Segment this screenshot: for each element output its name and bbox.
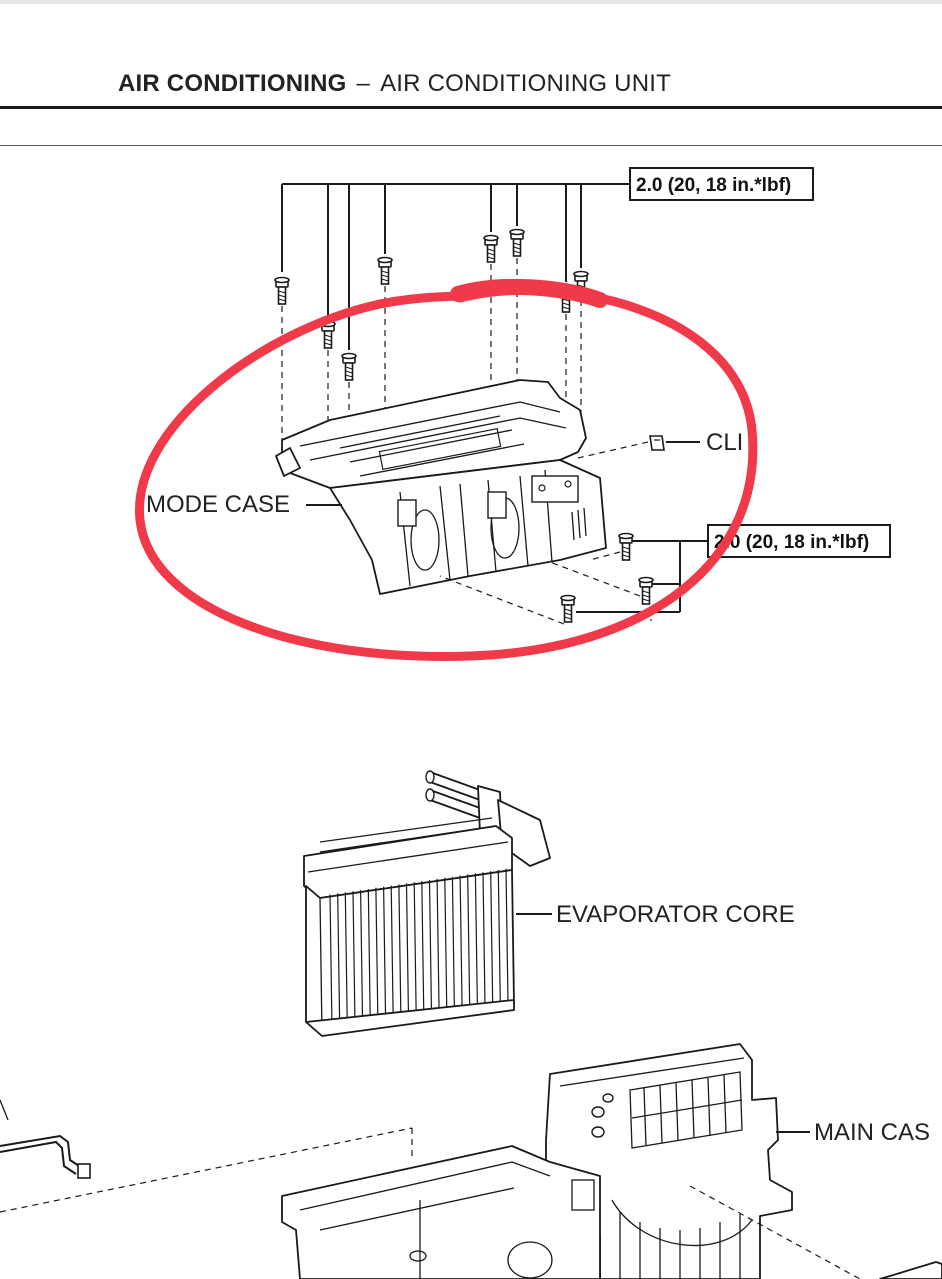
bolt-icon bbox=[618, 532, 634, 561]
evaporator-fin bbox=[467, 874, 471, 1009]
evaporator-fin bbox=[482, 872, 486, 1007]
evaporator-fin bbox=[360, 890, 364, 1025]
evaporator-fin bbox=[474, 873, 478, 1008]
evaporator-fin bbox=[490, 871, 494, 1006]
upper-torque-box bbox=[629, 167, 814, 201]
mode-case-label: MODE CASE bbox=[146, 491, 290, 518]
bolt-icon bbox=[341, 352, 357, 381]
section-title: AIR CONDITIONING bbox=[118, 70, 347, 97]
lower-torque-box bbox=[707, 524, 891, 558]
evaporator-fin bbox=[398, 884, 402, 1019]
bolt-icon bbox=[509, 228, 525, 257]
lower-torque-group: 2.0 (20, 18 in.*lbf) bbox=[576, 524, 891, 613]
bolt-icon bbox=[274, 276, 290, 305]
upper-torque-group: 2.0 (20, 18 in.*lbf) bbox=[281, 167, 814, 350]
header-rule-thick bbox=[0, 106, 942, 109]
evaporator-fin bbox=[405, 883, 410, 1018]
main-case-part bbox=[281, 1043, 793, 1279]
evaporator-fin bbox=[451, 876, 455, 1011]
bolt-icon bbox=[638, 576, 654, 605]
evaporator-fin bbox=[428, 879, 433, 1015]
evaporator-fin bbox=[367, 888, 371, 1024]
evaporator-fin bbox=[383, 886, 387, 1021]
wire-harness-part bbox=[0, 1099, 91, 1179]
evaporator-fin bbox=[375, 887, 379, 1022]
evaporator-fin bbox=[352, 891, 356, 1026]
partial-part bbox=[879, 1261, 942, 1279]
evaporator-fins bbox=[329, 868, 509, 1029]
upper-torque-spec: 2.0 (20, 18 in.*lbf) bbox=[636, 175, 791, 196]
bolt-icon bbox=[377, 256, 393, 285]
mode-case-part bbox=[275, 379, 607, 595]
evaporator-fin bbox=[337, 893, 341, 1028]
lower-torque-spec: 2.0 (20, 18 in.*lbf) bbox=[714, 532, 869, 553]
evaporator-fin bbox=[436, 878, 440, 1013]
clip-label: CLI bbox=[706, 429, 743, 456]
evaporator-fin bbox=[497, 869, 501, 1005]
evaporator-fin bbox=[444, 877, 448, 1012]
evaporator-fin bbox=[390, 885, 394, 1020]
subsection-title: AIR CONDITIONING UNIT bbox=[380, 70, 671, 97]
highlight-circle bbox=[135, 285, 758, 661]
header-rule-thin bbox=[0, 145, 942, 146]
title-separator: – bbox=[356, 70, 371, 97]
bolt-icon bbox=[483, 234, 499, 263]
evaporator-core-part bbox=[303, 770, 551, 1037]
evaporator-core-label: EVAPORATOR CORE bbox=[556, 901, 795, 928]
main-case-label: MAIN CAS bbox=[814, 1119, 930, 1146]
evaporator-fin bbox=[329, 894, 333, 1029]
evaporator-fin bbox=[459, 875, 463, 1010]
clip-icon bbox=[649, 435, 665, 451]
top-strip bbox=[0, 0, 942, 4]
evaporator-fin bbox=[413, 882, 417, 1017]
evaporator-fin bbox=[505, 868, 509, 1003]
page-header: AIR CONDITIONING–AIR CONDITIONING UNIT bbox=[118, 70, 671, 98]
bolt-icon bbox=[560, 594, 576, 623]
evaporator-fin bbox=[344, 892, 348, 1027]
evaporator-fin bbox=[421, 881, 425, 1016]
